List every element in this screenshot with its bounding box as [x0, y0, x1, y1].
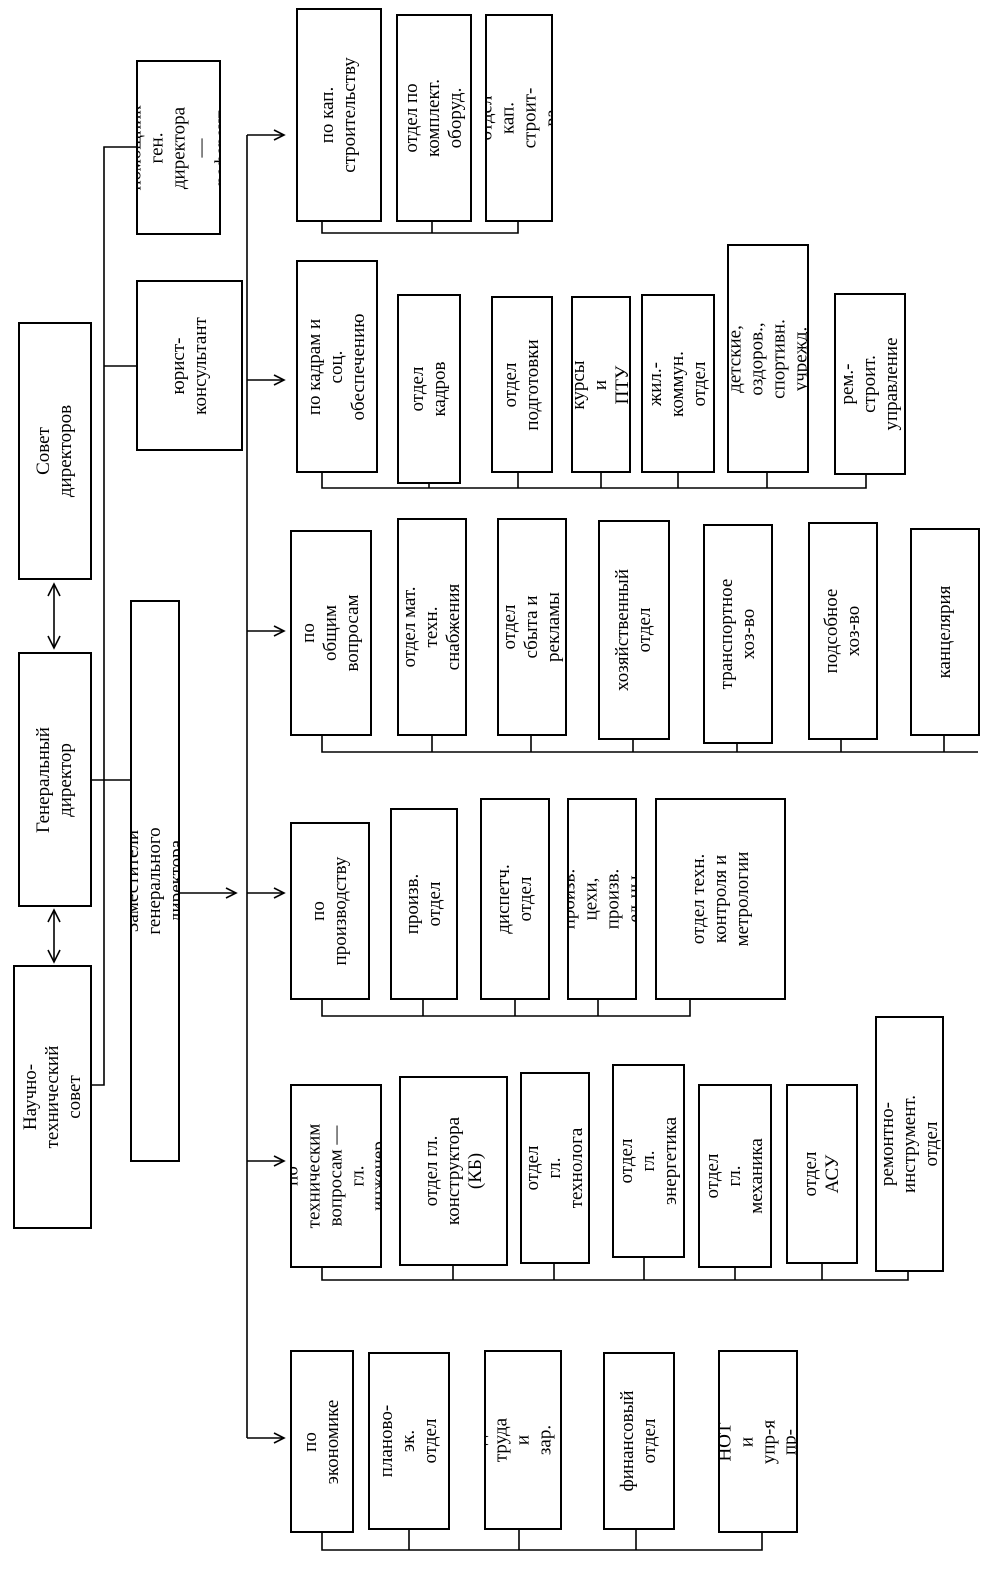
workshops-label: произв. цехи, произв. ед-цы — [567, 868, 637, 930]
chief-technologist-box: отдел гл. технолога — [520, 1072, 590, 1264]
scientific-council-box: Научно-технический совет — [13, 965, 92, 1229]
equipment-dept-label: отдел по комплект. оборуд. — [401, 78, 466, 158]
household-dept-label: хозяйственный отдел — [612, 569, 655, 691]
office-label: канцелярия — [934, 585, 956, 679]
production-dept-label: произв. отдел — [402, 873, 445, 935]
economics-label: по экономике — [300, 1399, 343, 1484]
quality-control-label: отдел техн. контроля и метрологии — [687, 851, 753, 947]
deputies-box: Заместители генерального директора — [130, 600, 180, 1162]
chief-mechanic-box: отдел гл. механика — [698, 1084, 772, 1268]
office-box: канцелярия — [910, 528, 980, 736]
dispatch-dept-label: диспетч. отдел — [493, 864, 536, 934]
finance-dept-box: финансовый отдел — [603, 1352, 675, 1530]
assistant-referent-box: помощник ген. директора — референт — [136, 60, 221, 235]
board-of-directors-box: Совет директоров — [18, 322, 92, 580]
acs-dept-box: отдел АСУ — [786, 1084, 858, 1264]
hr-dept-box: отдел кадров — [397, 294, 461, 484]
assistant-referent-label: помощник ген. директора — референт — [136, 104, 221, 191]
production-box: по производству — [290, 822, 370, 1000]
repair-construction-box: рем.-строит. управление — [834, 293, 906, 475]
capital-construction-label: по кап. строительству — [317, 57, 360, 173]
chief-designer-box: отдел гл. конструктора (КБ) — [399, 1076, 508, 1266]
not-management-label: отдел НОТ и упр-я пр-вом — [718, 1419, 798, 1464]
transport-label: транспортное хоз-во — [716, 578, 759, 690]
production-label: по производству — [308, 856, 351, 966]
repair-tool-label: ремонтно-инструмент. отдел — [876, 1094, 942, 1194]
board-of-directors-label: Совет директоров — [33, 404, 76, 498]
auxiliary-farm-box: подсобное хоз-во — [808, 522, 878, 740]
chief-technologist-label: отдел гл. технолога — [522, 1127, 587, 1209]
general-questions-box: по общим вопросам — [290, 530, 372, 736]
quality-control-box: отдел техн. контроля и метрологии — [655, 798, 786, 1000]
auxiliary-farm-label: подсобное хоз-во — [821, 588, 864, 674]
housing-dept-box: жил.-коммун. отдел — [641, 294, 715, 473]
children-health-label: детские, оздоров., спортивн. учрежд. — [727, 318, 809, 399]
training-dept-box: отдел подготовки — [491, 296, 553, 473]
production-dept-box: произв. отдел — [390, 808, 458, 1000]
technical-questions-box: по техническим вопросам — гл. инженер — [290, 1084, 382, 1268]
general-director-box: Генеральный директор — [18, 652, 92, 907]
training-dept-label: отдел подготовки — [500, 338, 543, 431]
general-questions-label: по общим вопросам — [298, 594, 363, 672]
cap-construction-dept-label: отдел кап. строит-ва — [485, 87, 553, 149]
legal-adviser-box: юрист- консультант — [136, 280, 243, 451]
supply-dept-box: отдел мат. техн. снабжения — [397, 518, 467, 736]
deputies-label: Заместители генерального директора — [130, 827, 180, 935]
chief-power-engineer-box: отдел гл. энергетика — [612, 1064, 685, 1258]
chief-mechanic-label: отдел гл. механика — [702, 1138, 767, 1214]
courses-box: курсы и ПТУ — [571, 296, 631, 473]
economics-box: по экономике — [290, 1350, 354, 1533]
acs-dept-label: отдел АСУ — [800, 1151, 843, 1197]
general-director-label: Генеральный директор — [33, 726, 76, 833]
not-management-box: отдел НОТ и упр-я пр-вом — [718, 1350, 798, 1533]
cap-construction-dept-box: отдел кап. строит-ва — [485, 14, 553, 222]
dispatch-dept-box: диспетч. отдел — [480, 798, 550, 1000]
household-dept-box: хозяйственный отдел — [598, 520, 670, 740]
legal-adviser-label: юрист- консультант — [167, 316, 211, 415]
planning-dept-label: планово-эк. отдел — [376, 1404, 441, 1478]
chief-designer-label: отдел гл. конструктора (КБ) — [420, 1116, 486, 1226]
technical-questions-label: по техническим вопросам — гл. инженер — [290, 1123, 382, 1229]
workshops-box: произв. цехи, произв. ед-цы — [567, 798, 637, 1000]
planning-dept-box: планово-эк. отдел — [368, 1352, 450, 1530]
finance-dept-label: финансовый отдел — [617, 1390, 660, 1492]
equipment-dept-box: отдел по комплект. оборуд. — [396, 14, 472, 222]
supply-dept-label: отдел мат. техн. снабжения — [399, 583, 464, 671]
hr-dept-label: отдел кадров — [407, 361, 450, 417]
repair-construction-label: рем.-строит. управление — [837, 337, 902, 431]
children-health-box: детские, оздоров., спортивн. учрежд. — [727, 244, 809, 473]
hr-social-label: по кадрам и соц. обеспечению — [304, 313, 369, 420]
transport-box: транспортное хоз-во — [703, 524, 773, 744]
sales-dept-label: отдел сбыта и рекламы — [499, 592, 564, 662]
hr-social-box: по кадрам и соц. обеспечению — [296, 260, 378, 473]
sales-dept-box: отдел сбыта и рекламы — [497, 518, 567, 736]
chief-power-engineer-label: отдел гл. энергетика — [615, 1116, 681, 1206]
housing-dept-label: жил.-коммун. отдел — [645, 350, 710, 417]
scientific-council-label: Научно-технический совет — [19, 1045, 85, 1149]
labor-wages-label: отдел труда и зар. платы — [484, 1415, 562, 1465]
repair-tool-box: ремонтно-инструмент. отдел — [875, 1016, 944, 1272]
labor-wages-box: отдел труда и зар. платы — [484, 1350, 562, 1530]
capital-construction-box: по кап. строительству — [296, 8, 382, 222]
courses-label: курсы и ПТУ — [571, 359, 631, 410]
